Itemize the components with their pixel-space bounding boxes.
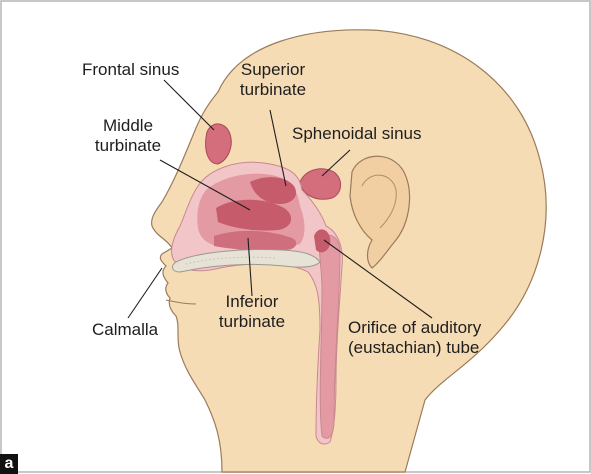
panel-letter: a — [0, 454, 18, 474]
label-inferior-turbinate: Inferior turbinate — [206, 292, 298, 332]
label-superior-turbinate-line2: turbinate — [228, 80, 318, 100]
label-middle-turbinate-line2: turbinate — [88, 136, 168, 156]
label-inferior-turbinate-line1: Inferior — [206, 292, 298, 312]
auditory-tube-orifice — [314, 229, 330, 252]
label-superior-turbinate: Superior turbinate — [228, 60, 318, 100]
leader-calmalla — [128, 268, 162, 318]
label-calmalla: Calmalla — [92, 320, 158, 340]
leader-frontal-sinus — [164, 80, 214, 130]
label-frontal-sinus: Frontal sinus — [82, 60, 179, 80]
label-middle-turbinate-line1: Middle — [88, 116, 168, 136]
label-middle-turbinate: Middle turbinate — [88, 116, 168, 156]
label-sphenoidal-sinus: Sphenoidal sinus — [292, 124, 421, 144]
label-orifice-line2: (eustachian) tube — [348, 338, 481, 358]
label-orifice-line1: Orifice of auditory — [348, 318, 481, 338]
label-orifice-auditory-tube: Orifice of auditory (eustachian) tube — [348, 318, 481, 358]
label-inferior-turbinate-line2: turbinate — [206, 312, 298, 332]
label-superior-turbinate-line1: Superior — [228, 60, 318, 80]
